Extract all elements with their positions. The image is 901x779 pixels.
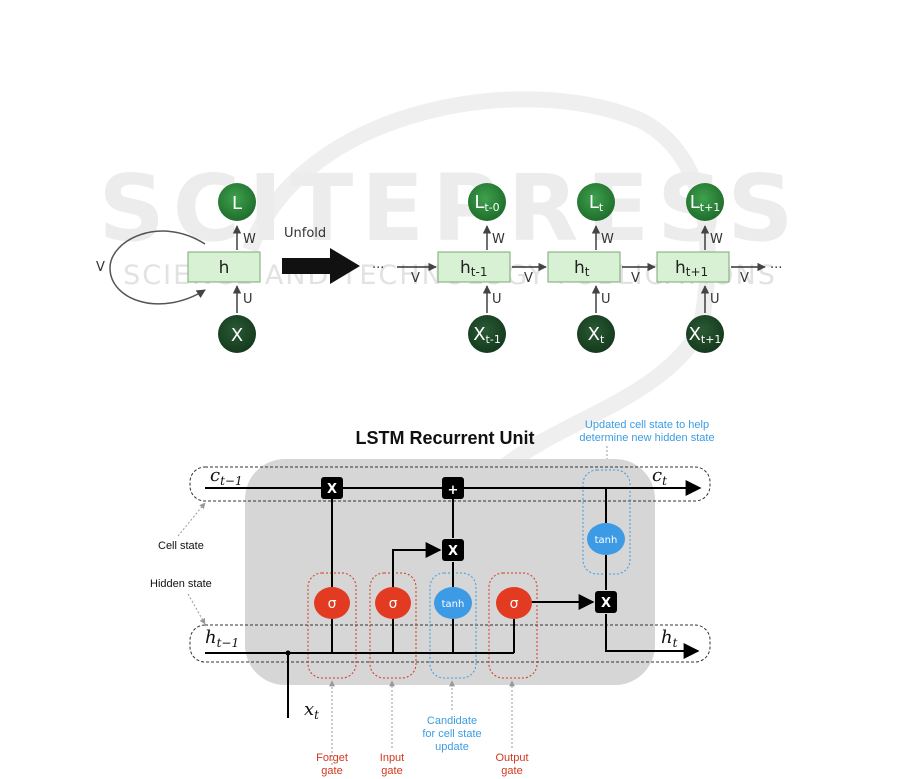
hidden-box-2 <box>547 251 621 283</box>
forget-label-line1: Forget <box>316 752 348 764</box>
loss-node-3 <box>686 183 724 221</box>
edge-v-label-4: V <box>740 271 749 286</box>
hidden-out-arrow <box>605 614 700 659</box>
edge-v-label-2: V <box>524 271 533 286</box>
lstm-cell-body <box>245 459 655 685</box>
rnn-step-2: ht Lt W Xt U <box>547 183 621 353</box>
add-label: + <box>448 483 459 498</box>
rnn-step-3: ht+1 Lt+1 W Xt+1 U <box>656 183 730 353</box>
candidate-label-line2: for cell state <box>422 728 481 740</box>
input-sigma-label: σ <box>389 596 398 612</box>
loss-label-3: Lt+1 <box>690 192 721 214</box>
cell-state-pointer <box>177 502 206 537</box>
forget-sigma-label: σ <box>328 596 337 612</box>
ellipsis-right: ··· <box>770 261 782 276</box>
cell-state-pill <box>189 466 711 502</box>
input-to-mul-arrow <box>392 542 442 590</box>
forget-mul-op <box>321 477 343 499</box>
input-label-line2: gate <box>381 765 402 777</box>
input-mul-op <box>442 539 464 561</box>
watermark: SCITEPRESS SCIENCE AND TECHNOLOGY PUBLIC… <box>98 91 801 477</box>
unfold-arrow: Unfold <box>282 226 360 284</box>
output-mul-label: X <box>601 596 611 611</box>
lstm-diagram: LSTM Recurrent Unit Updated cell state t… <box>150 419 715 777</box>
hidden-box-3 <box>656 251 730 283</box>
output-mul-op <box>595 591 617 613</box>
folded-w-label: W <box>243 232 256 247</box>
unfold-big-arrow <box>282 248 360 284</box>
ellipsis-left: ··· <box>372 261 384 276</box>
forget-sigma <box>314 587 350 619</box>
w-label-1: W <box>492 232 505 247</box>
output-label-line2: gate <box>501 765 522 777</box>
u-label-2: U <box>601 292 611 307</box>
folded-input-node <box>218 315 256 353</box>
folded-u-label: U <box>243 292 253 307</box>
loss-node-1 <box>468 183 506 221</box>
xt-junction <box>285 650 291 656</box>
w-label-3: W <box>710 232 723 247</box>
recurrent-loop-arrow <box>109 230 206 305</box>
loss-node-2 <box>577 183 615 221</box>
hidden-state-pointer <box>187 593 206 625</box>
input-sigma <box>375 587 411 619</box>
watermark-swoosh <box>242 91 716 477</box>
unfold-label: Unfold <box>284 226 326 241</box>
hidden-label-2: ht <box>574 258 590 279</box>
forget-label-line2: gate <box>321 765 342 777</box>
hidden-state-label: Hidden state <box>150 578 212 590</box>
cell-tanh <box>587 523 625 555</box>
folded-loss-node <box>218 183 256 221</box>
folded-hidden-label: h <box>219 258 230 278</box>
input-label-2: Xt <box>588 324 605 346</box>
rnn-folded: V h L W X U <box>96 183 261 353</box>
candidate-label-line3: update <box>435 741 469 753</box>
hidden-label-1: ht-1 <box>460 258 487 279</box>
rnn-unfolded: ··· V ht-1 Lt-0 W Xt-1 U V ht Lt W Xt <box>372 183 782 353</box>
add-op <box>442 477 464 499</box>
cell-state-label: Cell state <box>158 540 204 552</box>
hidden-label-3: ht+1 <box>675 258 708 279</box>
updated-note-line1: Updated cell state to help <box>585 419 709 431</box>
updated-note-line2: determine new hidden state <box>579 432 714 444</box>
candidate-tanh-label: tanh <box>442 599 465 610</box>
edge-v-label-3: V <box>631 271 640 286</box>
input-mul-label: X <box>448 544 458 559</box>
hidden-state-pill <box>189 624 711 663</box>
edge-v-label-1: V <box>411 271 420 286</box>
xt-label: xt <box>304 699 319 722</box>
h-prev-label: ht−1 <box>205 627 239 650</box>
output-sigma-label: σ <box>510 596 519 612</box>
input-node-2 <box>577 315 615 353</box>
folded-v-label: V <box>96 260 105 275</box>
input-label-line1: Input <box>380 752 404 764</box>
c-prev-label: ct−1 <box>210 465 243 488</box>
u-label-3: U <box>710 292 720 307</box>
candidate-tanh <box>434 587 472 619</box>
candidate-label-line1: Candidate <box>427 715 477 727</box>
loss-label-1: Lt-0 <box>474 192 499 214</box>
input-node-1 <box>468 315 506 353</box>
folded-hidden-box <box>187 251 261 283</box>
input-node-3 <box>686 315 724 353</box>
forget-mul-label: X <box>327 482 337 497</box>
output-sigma <box>496 587 532 619</box>
cell-tanh-label: tanh <box>595 535 618 546</box>
lstm-title: LSTM Recurrent Unit <box>355 428 534 448</box>
folded-input-label: X <box>231 325 243 346</box>
folded-loss-label: L <box>232 193 242 214</box>
output-gate-outline <box>488 572 538 679</box>
input-label-1: Xt-1 <box>473 324 501 346</box>
hidden-box-1 <box>437 251 511 283</box>
input-label-3: Xt+1 <box>689 324 722 346</box>
h-next-label: ht <box>661 627 678 650</box>
output-label-line1: Output <box>495 752 528 764</box>
loss-label-2: Lt <box>589 192 604 214</box>
watermark-title: SCITEPRESS <box>98 155 801 262</box>
u-label-1: U <box>492 292 502 307</box>
c-next-label: ct <box>652 465 667 488</box>
w-label-2: W <box>601 232 614 247</box>
rnn-step-1: ht-1 Lt-0 W Xt-1 U <box>437 183 511 353</box>
